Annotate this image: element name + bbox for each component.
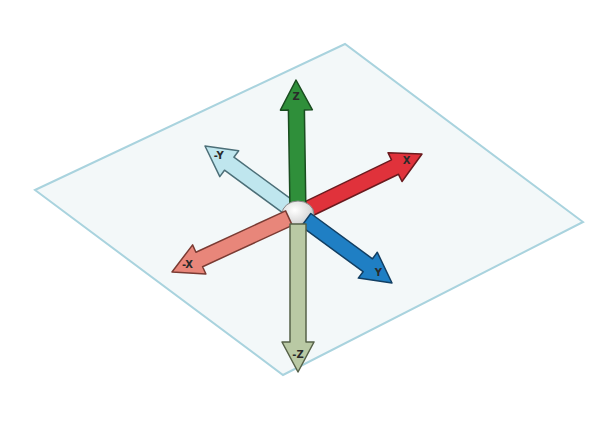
axis-label: -X [182,260,193,270]
axis-label: Z [293,92,300,102]
axis-arrow [205,146,295,215]
axis-label: -Y [214,151,224,161]
axis-label: -Z [292,350,303,360]
work-plane [35,44,583,375]
axis-arrow [280,80,312,204]
axis-arrow [172,211,292,274]
axis-arrow [282,224,314,372]
axis-label: Y [375,268,382,278]
axis-arrow [304,153,423,217]
axis-arrow [301,214,392,284]
axis-label: X [403,156,411,166]
